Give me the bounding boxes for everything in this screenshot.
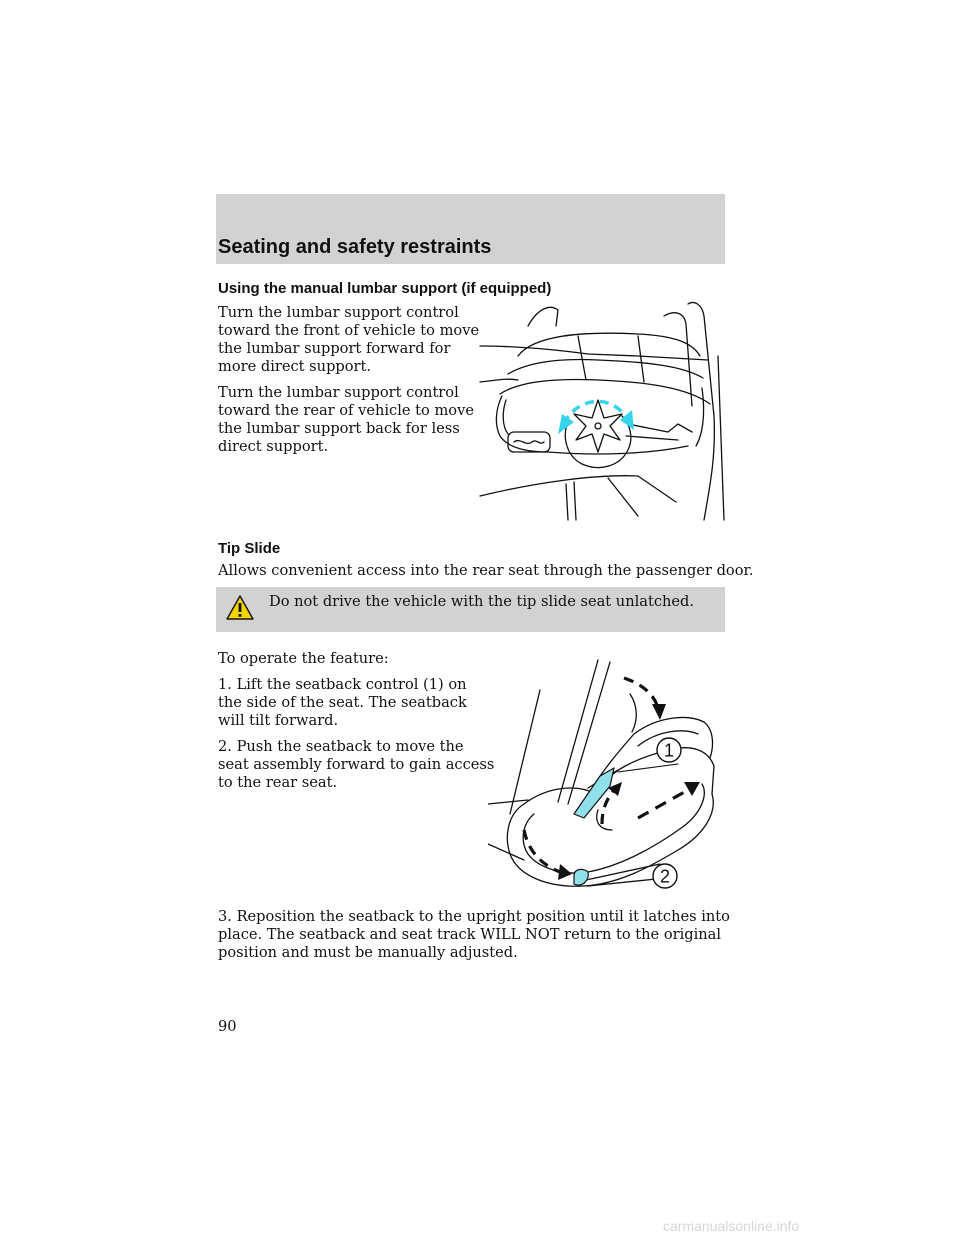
warning-text: Do not drive the vehicle with the tip sl… [269, 593, 695, 610]
callout-1-circle [656, 737, 682, 763]
text-line: toward the rear of vehicle to move [218, 402, 474, 419]
text-line: the lumbar support back for less [218, 420, 460, 437]
warning-box [216, 587, 725, 632]
text-line: to the rear seat. [218, 774, 338, 791]
text-line: 3. Reposition the seatback to the uprigh… [218, 908, 730, 925]
callout-1: 1 [664, 741, 674, 761]
text-line: Turn the lumbar support control [218, 304, 459, 321]
tip-slide-intro: Allows convenient access into the rear s… [218, 562, 754, 579]
operate-intro: To operate the feature: [218, 650, 389, 667]
text-line: direct support. [218, 438, 329, 455]
text-line: place. The seatback and seat track WILL … [218, 926, 722, 943]
tip-slide-heading: Tip Slide [218, 540, 281, 557]
text-line: the side of the seat. The seatback [218, 694, 467, 711]
callout-2-circle [652, 863, 678, 889]
text-line: more direct support. [218, 358, 372, 375]
watermark[interactable]: carmanualsonline.info [663, 1218, 800, 1234]
lumbar-heading: Using the manual lumbar support (if equi… [218, 280, 552, 297]
text-line: 2. Push the seatback to move the [218, 738, 464, 755]
page-number: 90 [218, 1018, 237, 1035]
warning-triangle-icon [226, 595, 254, 620]
tip-slide-seat-illustration: 1 2 [488, 659, 715, 889]
lumbar-seat-illustration [479, 301, 725, 521]
text-line: the lumbar support forward for [218, 340, 451, 357]
section-title: Seating and safety restraints [218, 236, 492, 258]
text-line: 1. Lift the seatback control (1) on [218, 676, 467, 693]
text-line: toward the front of vehicle to move [218, 322, 480, 339]
text-line: position and must be manually adjusted. [218, 944, 518, 961]
text-line: seat assembly forward to gain access [218, 756, 495, 773]
header-bar [216, 194, 725, 264]
callout-2: 2 [660, 867, 670, 887]
text-line: Turn the lumbar support control [218, 384, 459, 401]
text-line: will tilt forward. [218, 712, 339, 729]
